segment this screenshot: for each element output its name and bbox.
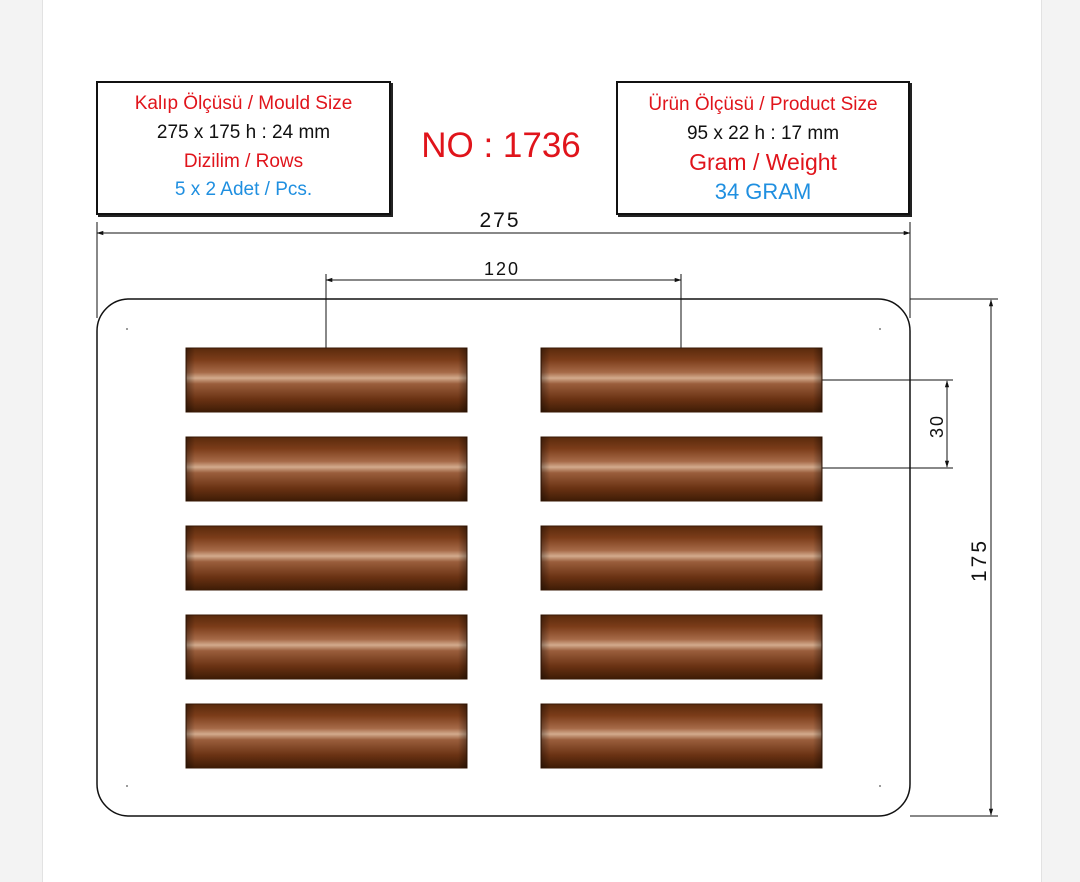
- chocolate-bar-cavity: [540, 347, 823, 413]
- chocolate-bar-cavity: [185, 614, 468, 680]
- product-size-value: 95 x 22 h : 17 mm: [686, 123, 840, 144]
- weight-value: 34 GRAM: [714, 179, 812, 204]
- mould-size-value: 275 x 175 h : 24 mm: [156, 122, 331, 143]
- chocolate-bar-cavity: [540, 614, 823, 680]
- chocolate-bar-cavity: [185, 525, 468, 591]
- chocolate-bar-cavity: [540, 525, 823, 591]
- corner-mark: [126, 328, 128, 330]
- cavity-grid: [185, 347, 823, 769]
- chocolate-bar-cavity: [540, 703, 823, 769]
- chocolate-bar-cavity: [185, 347, 468, 413]
- mould-size-title: Kalıp Ölçüsü / Mould Size: [134, 93, 353, 114]
- row-pitch-label: 30: [927, 414, 947, 438]
- chocolate-bar-cavity: [185, 436, 468, 502]
- cavity-spacing-label: 120: [484, 259, 520, 279]
- product-size-title: Ürün Ölçüsü / Product Size: [648, 94, 878, 115]
- product-size-box: Ürün Ölçüsü / Product Size 95 x 22 h : 1…: [616, 81, 910, 215]
- model-number: NO : 1736: [421, 126, 581, 165]
- chocolate-bar-cavity: [185, 703, 468, 769]
- mould-height-label: 175: [968, 538, 991, 582]
- weight-label: Gram / Weight: [689, 149, 837, 175]
- mould-size-box: Kalıp Ölçüsü / Mould Size 275 x 175 h : …: [96, 81, 391, 215]
- corner-mark: [879, 328, 881, 330]
- rows-label: Dizilim / Rows: [183, 151, 304, 172]
- mould-width-label: 275: [479, 209, 520, 232]
- pieces-value: 5 x 2 Adet / Pcs.: [174, 179, 313, 200]
- mould-outline: [96, 298, 911, 817]
- chocolate-bar-cavity: [540, 436, 823, 502]
- corner-mark: [126, 785, 128, 787]
- corner-mark: [879, 785, 881, 787]
